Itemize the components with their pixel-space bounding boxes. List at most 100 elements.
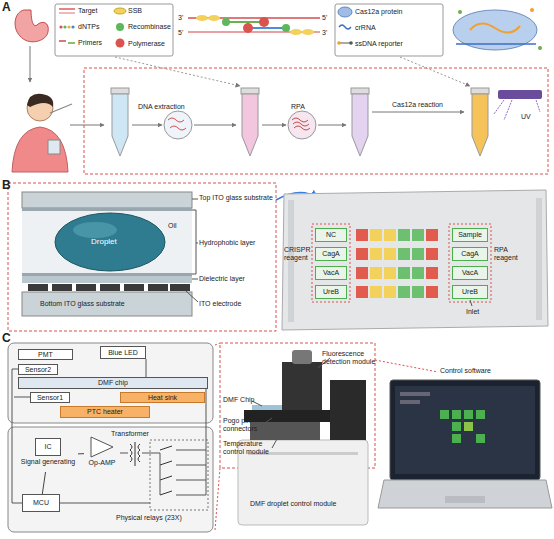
ic-box: IC (35, 438, 61, 456)
reaction-tubes-path (168, 118, 186, 130)
chip-cross-section-line (192, 210, 196, 211)
reaction-tubes-path (472, 94, 488, 156)
dmf-chip-top-view (282, 190, 548, 330)
op-amp-triangle (91, 437, 113, 457)
reaction-tubes-rect (351, 88, 369, 94)
ic-block: ICSignal generating (18, 438, 78, 472)
rpa-illustration-circle (222, 18, 230, 26)
node-text: IC (45, 443, 52, 450)
rpa-reagent-key-circle (67, 25, 70, 28)
circuit-wires-line (176, 495, 206, 496)
legend-text: ssDNA reporter (355, 40, 403, 48)
laptop-rect (445, 496, 485, 503)
dmf-chip-top-view-rect (384, 267, 396, 279)
dmf-chip-top-view-rect (356, 267, 368, 279)
annotation-label: Temperature control module (223, 440, 273, 455)
circuit-wires-polyline (14, 397, 30, 398)
legend-text: Cas12a protein (355, 8, 402, 16)
chip-cross-section-rect (22, 273, 192, 276)
rpa-reagent-key-rect (55, 4, 173, 56)
annotation-label: Cas12a reaction (392, 101, 443, 109)
dmf-chip-top-view-rect (384, 229, 396, 241)
reaction-tubes-line (372, 112, 464, 113)
dmf-chip-top-view-rect (398, 248, 410, 260)
reaction-tubes-rect (111, 88, 129, 94)
chip-cross-section-line (192, 199, 198, 200)
laptop-rect (476, 410, 485, 419)
dmf-chip-top-view-rect (449, 224, 491, 302)
crispr-reagent-key-path (339, 25, 351, 29)
stomach-icon (15, 10, 48, 82)
node-text: Sample (458, 231, 482, 238)
person-icon-rect (48, 140, 60, 154)
laptop-rect (476, 434, 485, 443)
node-text: DMF chip (98, 379, 128, 386)
crispr-reagent-key-circle (349, 41, 353, 45)
dmf-chip-top-view-rect (356, 286, 368, 298)
rpa-illustration-ellipse (290, 29, 302, 35)
circuit-wires-line (215, 343, 220, 345)
annotation-label: 5' (322, 14, 327, 22)
dmf-chip-top-view-rect (536, 198, 542, 320)
node-text: UreB (462, 288, 478, 295)
annotation-label: CRISPR reagent (284, 246, 312, 261)
node-text: CagA (322, 250, 340, 257)
dmf-chip-top-view-rect (426, 286, 438, 298)
chip-cross-section-rect (28, 284, 48, 291)
dmf-chip-top-view-rect (356, 229, 368, 241)
process-box: PMT (18, 349, 73, 360)
annotation-label: Hydrophobic layer (199, 239, 273, 247)
circuit-wires-polyline (12, 369, 22, 503)
node-text: Op-AMP (78, 459, 126, 466)
circuit-wires-line (176, 450, 206, 451)
dmf-chip-top-view-rect (398, 286, 410, 298)
crispr-illustration-path (456, 43, 536, 45)
reservoir-electrode: UreB (315, 285, 347, 299)
rpa-reagent-key (55, 4, 173, 56)
annotation-label: Transformer (111, 430, 149, 438)
chip-cross-section-line (196, 243, 198, 244)
panel-letter: C (2, 332, 11, 345)
laptop-polygon (378, 480, 552, 508)
dmf-chip-top-view-rect (288, 200, 294, 322)
circuit-wires-line (160, 446, 172, 450)
circuit-wires-line (120, 453, 128, 454)
dmf-chip-top-view-line (470, 300, 472, 306)
reservoir-electrode: CagA (452, 247, 488, 261)
chip-cross-section-rect (52, 284, 72, 291)
rpa-illustration-ellipse (196, 15, 208, 21)
node-text: MCU (33, 499, 49, 506)
crispr-reagent-key-circle (337, 41, 341, 45)
laptop-rect (390, 380, 540, 480)
device-photo (220, 343, 375, 525)
dmf-chip-top-view-polygon (282, 190, 548, 330)
rpa-illustration-circle (259, 17, 269, 27)
circuit-wires-line (135, 442, 136, 466)
reservoir-electrode: VacA (315, 266, 347, 280)
node-text: Sensor2 (25, 366, 51, 373)
crispr-illustration-line (400, 57, 470, 86)
node-text: VacA (323, 269, 339, 276)
uv-lamp-line (536, 100, 540, 112)
rpa-illustration-circle (243, 23, 253, 33)
legend-text: Primers (78, 39, 102, 47)
reaction-tubes-path (242, 94, 258, 156)
chip-cross-section-line (196, 210, 197, 274)
panel-letter: B (2, 179, 11, 192)
rpa-reagent-key-circle (63, 25, 66, 28)
dmf-chip-top-view-rect (412, 286, 424, 298)
dmf-chip-top-view-rect (426, 248, 438, 260)
reaction-tubes-rect (471, 88, 489, 94)
laptop-rect (452, 434, 461, 443)
crispr-illustration-circle (458, 10, 462, 14)
reaction-tubes-circle (288, 111, 316, 139)
node-text: CagA (461, 250, 479, 257)
uv-lamp-line (504, 100, 512, 120)
uv-lamp-rect (498, 90, 542, 99)
connector-line (42, 472, 45, 494)
device-photo-rect (252, 405, 282, 410)
device-photo-rect (330, 380, 366, 440)
annotation-label: Droplet (91, 238, 117, 247)
